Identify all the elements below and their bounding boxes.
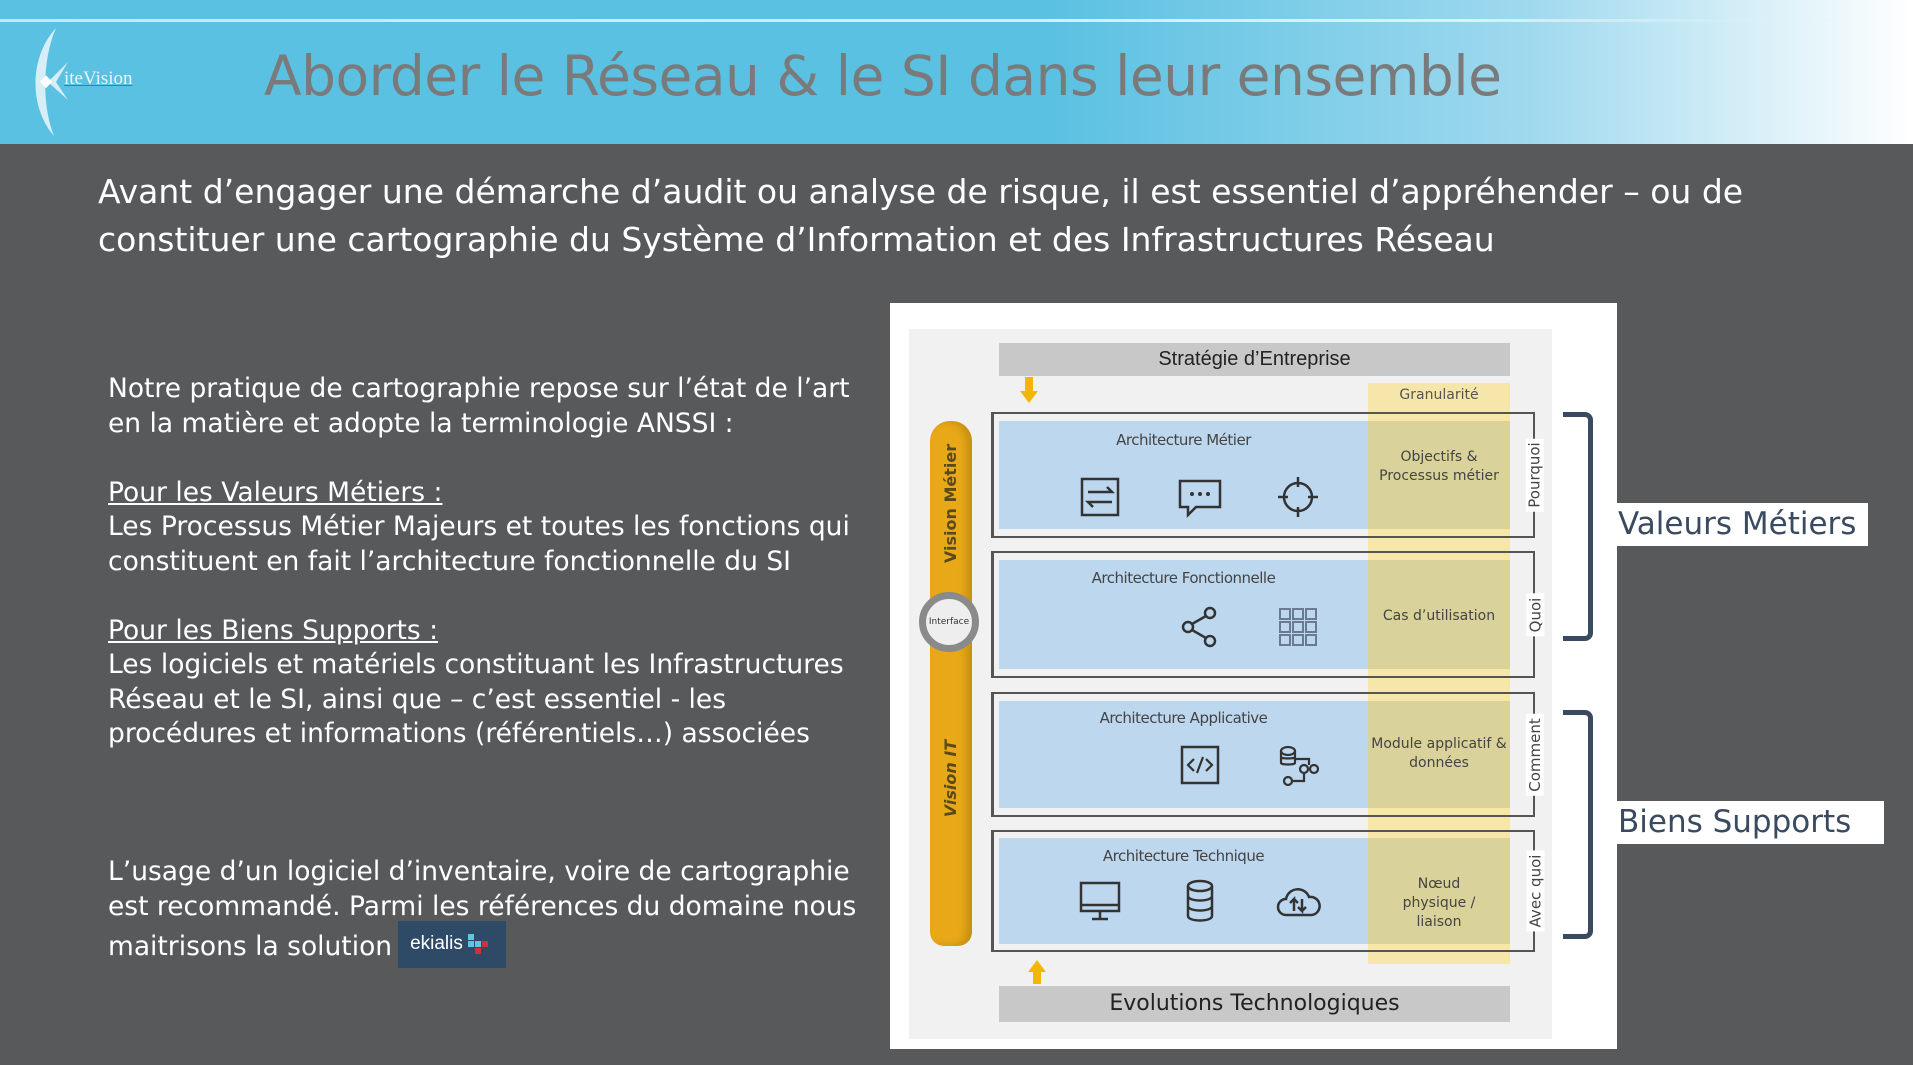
exchange-icon [1080, 477, 1120, 517]
paragraph-biens: Les logiciels et matériels constituant l… [108, 649, 844, 749]
side-text: Avec quoi [1526, 850, 1545, 932]
chat-icon [1178, 479, 1222, 519]
logo-text: iteVision [64, 68, 133, 89]
side-text: Comment [1526, 713, 1544, 796]
header-line [0, 19, 1850, 22]
layer-applicative-fill [999, 701, 1368, 808]
arrow-up-icon [1028, 960, 1046, 984]
layer-fonctionnelle-granularity-fill [1368, 560, 1510, 669]
target-icon [1278, 477, 1318, 517]
database-flow-icon [1279, 745, 1320, 787]
strategy-bar: Stratégie d’Entreprise [999, 343, 1510, 376]
vision-metier-text: Vision Métier [941, 443, 961, 563]
side-text: Pourquoi [1526, 438, 1545, 512]
grid-icon [1279, 608, 1317, 646]
paragraph-valeurs: Les Processus Métier Majeurs et toutes l… [108, 511, 850, 577]
valeurs-metiers-label: Valeurs Métiers [1606, 503, 1869, 546]
layer-granularity: Objectifs & Processus métier [1379, 449, 1499, 484]
vision-metier-label: Vision Métier [930, 433, 972, 573]
left-text-block: Notre pratique de cartographie repose su… [108, 372, 868, 971]
heading-valeurs: Pour les Valeurs Métiers : [108, 476, 443, 508]
layer-title: Architecture Fonctionnelle [1091, 569, 1276, 587]
layer-granularity: Nœud physique / liaison [1402, 876, 1476, 930]
interface-text: Interface [928, 617, 970, 627]
layer-side-label: Quoi [1510, 560, 1560, 669]
code-icon [1180, 745, 1220, 785]
interface-cycle: Interface [919, 592, 979, 652]
layer-title: Architecture Applicative [1099, 709, 1268, 727]
architecture-diagram: Stratégie d’Entreprise Granularité Archi… [890, 303, 1617, 1049]
monitor-icon [1079, 881, 1121, 921]
vision-it-label: Vision IT [930, 713, 972, 843]
ekialis-text: ekialis [410, 933, 463, 954]
cloud-sync-icon [1276, 888, 1321, 917]
layer-technique-granularity-fill [1368, 838, 1510, 944]
evolutions-bar: Evolutions Technologiques [999, 986, 1510, 1022]
database-icon [1186, 879, 1214, 922]
page-title: Aborder le Réseau & le SI dans leur ense… [264, 44, 1502, 108]
layer-title: Architecture Métier [1116, 431, 1251, 449]
software-text: L’usage d’un logiciel d’inventaire, voir… [108, 856, 857, 962]
bracket-valeurs-icon [1563, 412, 1593, 641]
share-icon [1181, 606, 1217, 648]
side-text: Quoi [1525, 593, 1544, 636]
ekialis-logo: ekialis [398, 921, 507, 968]
layer-technique-fill [999, 838, 1368, 944]
layer-applicative-granularity-fill [1368, 701, 1510, 808]
vision-pillar [930, 421, 972, 946]
layer-metier-granularity-fill [1368, 421, 1510, 529]
heading-biens: Pour les Biens Supports : [108, 614, 439, 646]
bracket-biens-icon [1563, 710, 1593, 939]
granularity-label: Granularité [1399, 387, 1479, 403]
layer-granularity: Module applicatif & données [1371, 736, 1507, 771]
kitevision-logo-icon [35, 28, 68, 136]
paragraph-software: L’usage d’un logiciel d’inventaire, voir… [108, 855, 868, 971]
layer-side-label: Avec quoi [1510, 838, 1560, 944]
biens-supports-label: Biens Supports [1606, 801, 1884, 844]
layer-granularity: Cas d’utilisation [1382, 608, 1496, 624]
layer-side-label: Comment [1510, 701, 1560, 808]
layer-title: Architecture Technique [1102, 847, 1265, 865]
arrow-down-icon [1020, 377, 1038, 403]
layer-side-label: Pourquoi [1510, 421, 1560, 529]
paragraph-practice: Notre pratique de cartographie repose su… [108, 373, 850, 439]
layer-metier-fill [999, 421, 1368, 529]
vision-it-text: Vision IT [941, 739, 961, 817]
header-banner [0, 0, 1913, 144]
intro-text: Avant d’engager une démarche d’audit ou … [98, 172, 1744, 259]
